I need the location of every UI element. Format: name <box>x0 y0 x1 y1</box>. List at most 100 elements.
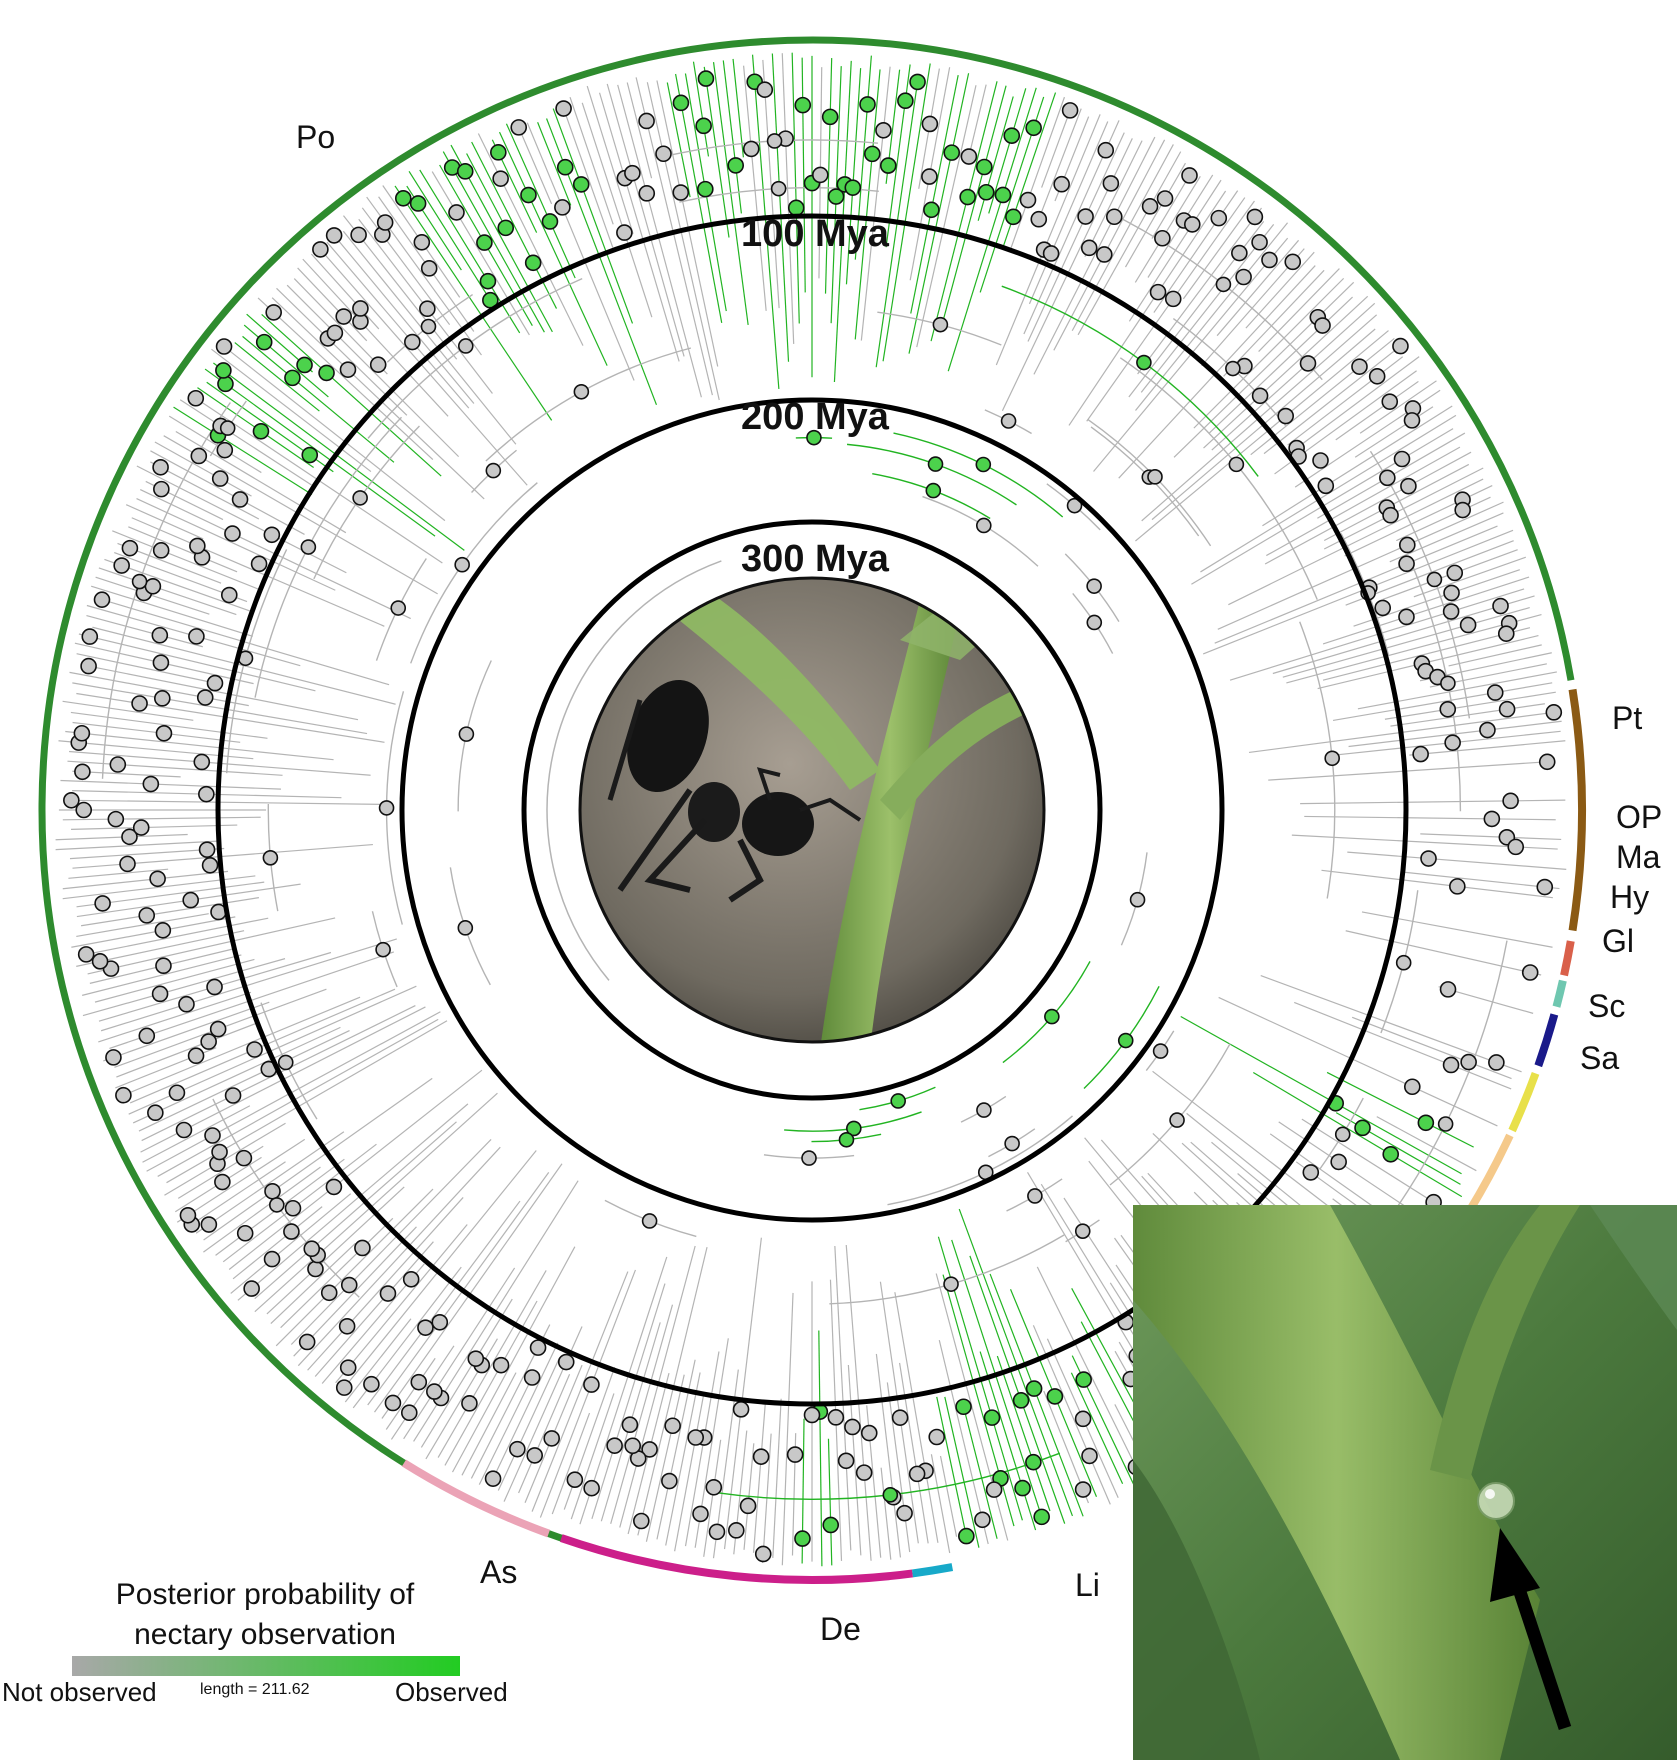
tree-node <box>890 1093 906 1109</box>
tree-node <box>616 224 633 241</box>
tree-branch <box>1135 330 1389 542</box>
tree-node <box>224 525 241 542</box>
tree-node <box>1277 407 1295 425</box>
ring-label-200: 200 Mya <box>741 396 890 438</box>
tree-node <box>107 810 125 828</box>
tree-branch <box>645 1374 685 1542</box>
tree-branch <box>1299 356 1420 447</box>
tree-node <box>583 1479 600 1497</box>
tree-branch <box>136 498 336 591</box>
tree-branch <box>344 1318 412 1403</box>
tree-node <box>943 144 961 161</box>
tree-node <box>265 304 282 321</box>
tree-branch <box>1384 691 1556 720</box>
tree-node <box>891 1409 909 1426</box>
tree-node <box>149 870 166 888</box>
tree-branch <box>824 58 833 294</box>
tree-node <box>1105 208 1123 226</box>
ring-label-300: 300 Mya <box>741 538 890 580</box>
tree-branch <box>492 1342 559 1479</box>
tree-node <box>943 1276 959 1292</box>
tree-node <box>1420 850 1437 867</box>
tree-branch <box>1041 110 1071 188</box>
tree-branch <box>211 348 372 473</box>
tree-node <box>526 1447 544 1464</box>
tree-node <box>1393 450 1411 468</box>
tree-branch <box>242 335 395 463</box>
tree-node <box>1502 792 1519 810</box>
clade-label-pt: Pt <box>1612 700 1642 736</box>
tree-branch <box>86 615 203 648</box>
tree-branch <box>76 692 385 743</box>
tree-node <box>211 470 229 487</box>
tree-branch <box>1357 671 1557 710</box>
tree-branch <box>570 1393 615 1520</box>
tree-branch <box>829 1234 1065 1305</box>
tree-node <box>352 300 369 317</box>
tree-branch <box>95 576 210 615</box>
tree-branch <box>581 102 653 318</box>
tree-node <box>727 1522 745 1539</box>
tree-node <box>479 272 497 290</box>
tree-branch <box>1376 1116 1477 1172</box>
tree-branch <box>1140 224 1275 393</box>
tree-node <box>410 1373 428 1391</box>
tree-node <box>187 389 205 407</box>
tree-node <box>339 1359 357 1376</box>
tree-node <box>312 241 329 258</box>
tree-node <box>217 375 234 393</box>
tree-branch <box>1448 644 1542 667</box>
tree-node <box>1398 608 1415 626</box>
tree-branch <box>1359 380 1437 434</box>
tree-branch <box>526 122 635 381</box>
tree-node <box>390 600 407 616</box>
tree-node <box>879 157 897 174</box>
tree-node <box>1382 1145 1400 1163</box>
tree-node <box>1381 393 1399 410</box>
tree-branch <box>136 465 347 574</box>
tree-node <box>1492 597 1509 615</box>
tree-branch <box>1413 556 1527 598</box>
tree-branch <box>313 425 420 580</box>
tree-node <box>1442 603 1460 620</box>
tree-branch <box>979 1351 1037 1531</box>
tree-node <box>1019 191 1037 209</box>
tree-branch <box>1321 869 1553 899</box>
tree-node <box>1246 208 1264 226</box>
tree-branch <box>591 1283 666 1519</box>
tree-node <box>1368 368 1386 385</box>
tree-branch <box>381 1163 563 1419</box>
tree-branch <box>367 1200 521 1406</box>
tree-branch <box>261 314 442 477</box>
tree-node <box>456 163 474 180</box>
tree-node <box>138 907 156 924</box>
tree-node <box>1014 1479 1031 1497</box>
tree-node <box>378 800 395 816</box>
tree-node <box>1351 358 1368 375</box>
tree-node <box>196 689 214 706</box>
tree-branch <box>1033 136 1156 375</box>
tree-branch <box>280 1217 394 1329</box>
tree-node <box>633 1512 650 1530</box>
tree-node <box>1486 684 1504 701</box>
tree-node <box>216 441 234 459</box>
tree-node <box>152 654 170 671</box>
tree-branch <box>963 1408 998 1539</box>
tree-branch <box>498 131 608 366</box>
tree-branch <box>142 1105 251 1163</box>
tree-branch <box>674 1395 705 1552</box>
tree-node <box>1426 571 1443 588</box>
tree-branch <box>1086 197 1246 422</box>
tree-node <box>1169 1112 1185 1128</box>
tree-node <box>394 190 412 207</box>
tree-node <box>897 92 914 110</box>
clade-arc-po <box>38 36 1575 1580</box>
tree-node <box>417 1319 434 1336</box>
tree-node <box>264 1182 281 1200</box>
tree-node <box>1086 614 1103 631</box>
tree-node <box>1400 477 1417 495</box>
tree-branch <box>1262 405 1453 527</box>
tree-node <box>243 1280 260 1297</box>
tree-branch <box>138 1030 350 1132</box>
tree-branch <box>1335 380 1419 441</box>
